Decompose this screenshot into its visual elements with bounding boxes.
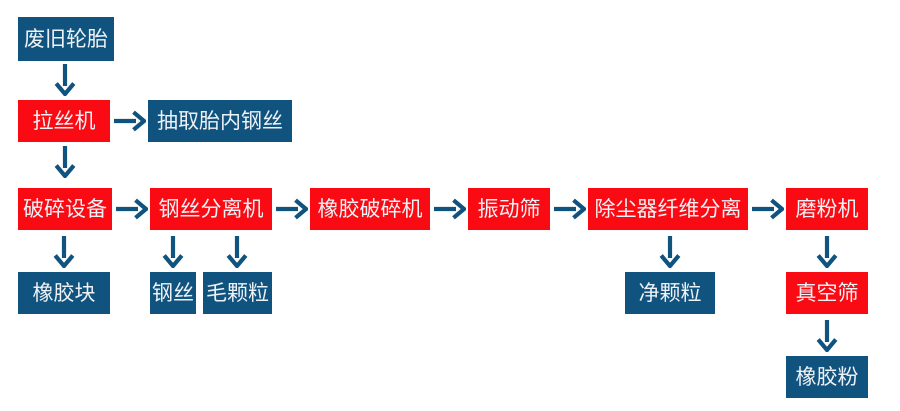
flow-node-n2[interactable]: 拉丝机	[18, 100, 110, 142]
flow-node-n3[interactable]: 抽取胎内钢丝	[148, 100, 292, 142]
flow-node-label: 废旧轮胎	[24, 27, 108, 51]
arrow-right-fiber-separator-to-mill	[752, 196, 784, 222]
arrow-down-separator-to-steel-wire	[160, 236, 186, 268]
flow-node-label: 拉丝机	[32, 109, 96, 133]
flow-node-label: 真空筛	[795, 281, 859, 305]
flow-node-n15[interactable]: 橡胶粉	[786, 356, 868, 398]
arrow-down-mill-to-vacuum-screen	[814, 236, 840, 268]
flow-node-n13[interactable]: 净颗粒	[625, 272, 715, 314]
flow-node-n5[interactable]: 钢丝分离机	[150, 188, 272, 230]
arrow-right-crusher-to-wire-separator	[116, 196, 148, 222]
flow-node-n11[interactable]: 钢丝	[150, 272, 196, 314]
arrow-right-rubber-crusher-to-screen	[434, 196, 466, 222]
flow-node-n10[interactable]: 橡胶块	[18, 272, 110, 314]
arrow-down-crusher-to-rubber-block	[51, 236, 77, 268]
flow-node-n4[interactable]: 破碎设备	[18, 188, 112, 230]
flow-node-n12[interactable]: 毛颗粒	[203, 272, 272, 314]
flow-node-label: 钢丝	[152, 281, 194, 305]
flow-node-n8[interactable]: 除尘器纤维分离	[588, 188, 748, 230]
arrow-down-separator-to-hairy-granule	[224, 236, 250, 268]
flow-node-label: 抽取胎内钢丝	[157, 109, 283, 133]
flow-node-label: 毛颗粒	[206, 281, 269, 305]
flow-node-n1[interactable]: 废旧轮胎	[18, 17, 114, 61]
arrow-right-wire-drawer-to-extract	[114, 108, 146, 134]
arrow-right-screen-to-fiber-separator	[554, 196, 586, 222]
flow-node-n14[interactable]: 真空筛	[786, 272, 868, 314]
arrow-down-wire-drawer-to-crusher	[52, 146, 78, 178]
flow-node-n6[interactable]: 橡胶破碎机	[310, 188, 430, 230]
flow-node-label: 磨粉机	[795, 197, 859, 221]
flow-node-label: 橡胶块	[32, 281, 96, 305]
arrow-right-wire-separator-to-rubber	[276, 196, 308, 222]
arrow-down-waste-tire-to-wire-drawer	[52, 64, 78, 96]
flow-node-label: 钢丝分离机	[158, 197, 264, 221]
arrow-down-fiber-separator-to-granule	[657, 236, 683, 268]
flow-node-n9[interactable]: 磨粉机	[786, 188, 868, 230]
flow-node-label: 橡胶粉	[795, 365, 859, 389]
flow-node-label: 破碎设备	[23, 197, 107, 221]
flow-node-label: 振动筛	[477, 197, 541, 221]
arrow-down-vacuum-screen-to-powder	[814, 320, 840, 352]
flow-node-label: 除尘器纤维分离	[594, 197, 742, 221]
flow-node-label: 橡胶破碎机	[317, 197, 423, 221]
flow-node-label: 净颗粒	[638, 281, 702, 305]
flow-node-n7[interactable]: 振动筛	[468, 188, 550, 230]
